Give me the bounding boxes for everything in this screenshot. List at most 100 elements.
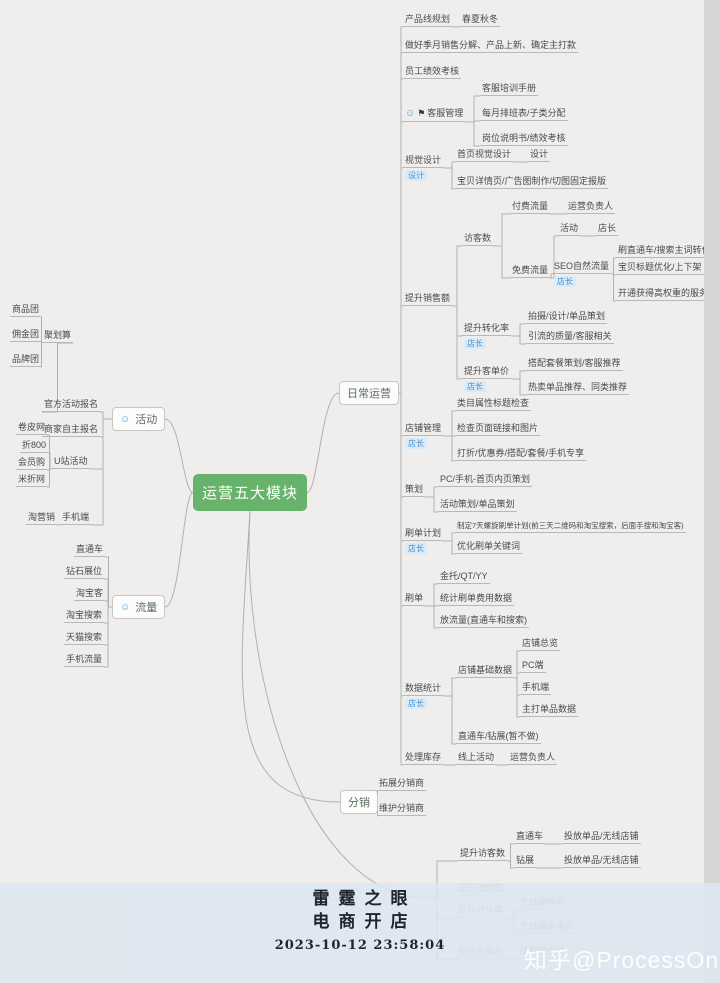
- node-lmsx[interactable]: 类目属性标题检查: [455, 397, 532, 411]
- node-sjd_r[interactable]: 手机端: [520, 681, 552, 695]
- node-mypb[interactable]: 每月排班表/子类分配: [480, 107, 568, 121]
- node-zuohao[interactable]: 做好季月销售分解、产品上新、确定主打款: [403, 39, 579, 53]
- node-tbk[interactable]: 淘宝客: [74, 587, 106, 601]
- node-jcym[interactable]: 检查页面链接和图片: [455, 422, 541, 436]
- node-sjtj[interactable]: 数据统计店长: [403, 682, 444, 709]
- node-rmdp[interactable]: 热卖单品推荐、同类推荐: [526, 381, 630, 395]
- node-whfxs[interactable]: 维护分销商: [377, 802, 427, 816]
- node-label: 提升访客数: [460, 848, 506, 858]
- node-label: 运营五大模块: [202, 485, 299, 502]
- node-zd7t[interactable]: 制定7天螺旋刷单计划(前三天二维码和淘宝搜索，后面手搜和淘宝客): [455, 521, 686, 533]
- node-label: 店铺总览: [522, 638, 559, 648]
- node-cxqd[interactable]: 春夏秋冬: [460, 13, 501, 27]
- node-hyg[interactable]: 会员购: [16, 456, 48, 470]
- node-huodong[interactable]: ☺活动: [112, 407, 166, 431]
- node-sheji2[interactable]: 设计: [528, 148, 551, 162]
- node-uzhan[interactable]: U站活动: [52, 455, 90, 469]
- node-label: 活动: [560, 223, 579, 233]
- node-pptuan[interactable]: 品牌团: [10, 353, 42, 367]
- node-richang[interactable]: 日常运营: [339, 381, 399, 405]
- node-sjd_l[interactable]: 手机端: [60, 511, 92, 525]
- node-pcch[interactable]: PC/手机-首页内页策划: [438, 473, 533, 487]
- node-ktfw[interactable]: 开通获得高权重的服务: [616, 287, 711, 301]
- node-yyfzr[interactable]: 运营负责人: [566, 200, 616, 214]
- node-label: 放流量(直通车和搜索): [440, 615, 527, 625]
- node-flzt[interactable]: 放流量(直通车和搜索): [438, 614, 529, 628]
- node-dpzl[interactable]: 店铺总览: [520, 637, 561, 651]
- node-fenxiao[interactable]: 分销: [340, 790, 378, 814]
- node-gwsm[interactable]: 岗位说明书/绩效考核: [480, 132, 568, 146]
- node-kefu[interactable]: ☺⚑客服管理: [403, 107, 466, 122]
- node-label: 淘营销: [28, 512, 56, 522]
- node-tsfk[interactable]: 提升访客数: [458, 847, 508, 861]
- node-tszhl[interactable]: 提升转化率店长: [462, 322, 512, 349]
- node-tzfxs[interactable]: 拓展分销商: [377, 777, 427, 791]
- node-mizhe[interactable]: 米折网: [16, 473, 48, 487]
- node-label: 处理库存: [405, 752, 442, 762]
- node-zddp[interactable]: 主打单品数据: [520, 703, 579, 717]
- node-clkc[interactable]: 处理库存: [403, 751, 444, 765]
- node-taoyx[interactable]: 淘营销: [26, 511, 58, 525]
- node-dza[interactable]: 店长: [596, 222, 619, 236]
- node-cpx[interactable]: 产品线规划: [403, 13, 453, 27]
- node-tsxse[interactable]: 提升销售额: [403, 292, 453, 306]
- node-syvd[interactable]: 首页视觉设计: [455, 148, 514, 162]
- node-dzyh[interactable]: 打折/优惠券/搭配/套餐/手机专享: [455, 447, 587, 461]
- node-tf2[interactable]: 投放单品/无线店铺: [562, 854, 641, 868]
- node-juhuasuan[interactable]: 聚划算: [42, 329, 74, 343]
- node-label: 运营负责人: [568, 201, 614, 211]
- node-liuliang[interactable]: ☺流量: [112, 595, 166, 619]
- node-kfpx[interactable]: 客服培训手册: [480, 82, 539, 96]
- node-shangjia[interactable]: 商家自主报名: [42, 423, 101, 437]
- node-dpjc[interactable]: 店铺基础数据: [456, 664, 515, 678]
- node-dpgl2[interactable]: 店铺管理店长: [403, 422, 444, 449]
- node-sztc[interactable]: 刷直通车/搜索主词转化: [616, 244, 713, 258]
- node-label: 店长: [598, 223, 617, 233]
- node-sptuan[interactable]: 商品团: [10, 303, 42, 317]
- node-bbbt[interactable]: 宝贝标题优化/上下架: [616, 261, 704, 275]
- node-zhe800[interactable]: 折800: [20, 439, 49, 453]
- node-shijue[interactable]: 视觉设计设计: [403, 154, 444, 181]
- node-xshd[interactable]: 线上活动: [456, 751, 497, 765]
- node-label: 商品团: [12, 304, 40, 314]
- node-tmss[interactable]: 天猫搜索: [64, 631, 105, 645]
- node-seo[interactable]: SEO自然流量店长: [552, 260, 612, 287]
- node-ztzz[interactable]: 直通车/钻展(暂不做): [456, 730, 541, 744]
- node-yjtuan[interactable]: 佣金团: [10, 328, 42, 342]
- node-yhgjc[interactable]: 优化刷单关键词: [455, 540, 523, 554]
- node-center[interactable]: 运营五大模块: [193, 474, 308, 511]
- node-cehua[interactable]: 策划: [403, 483, 426, 497]
- node-hd2[interactable]: 活动: [558, 222, 581, 236]
- node-dptc[interactable]: 搭配套餐策划/客服推荐: [526, 357, 623, 371]
- node-label: 岗位说明书/绩效考核: [482, 133, 566, 143]
- node-zszw[interactable]: 钻石展位: [64, 565, 105, 579]
- node-tbss[interactable]: 淘宝搜索: [64, 609, 105, 623]
- node-tjfy[interactable]: 统计刷单费用数据: [438, 592, 515, 606]
- node-mfll[interactable]: 免费流量: [510, 264, 551, 278]
- node-ylzl[interactable]: 引流的质量/客服相关: [526, 330, 614, 344]
- node-bbxq[interactable]: 宝贝详情页/广告图制作/切图固定报版: [455, 175, 609, 189]
- node-sdjh[interactable]: 刷单计划店长: [403, 527, 444, 554]
- node-yyfzr2[interactable]: 运营负责人: [508, 751, 558, 765]
- node-tf1[interactable]: 投放单品/无线店铺: [562, 830, 641, 844]
- node-label: 首页视觉设计: [457, 149, 512, 159]
- node-guanfang[interactable]: 官方活动报名: [42, 398, 101, 412]
- node-juanpi[interactable]: 卷皮网: [16, 421, 48, 435]
- node-yg[interactable]: 员工绩效考核: [403, 65, 462, 79]
- node-label: 直通车: [76, 544, 104, 554]
- node-jintuo[interactable]: 金托/QT/YY: [438, 570, 490, 584]
- node-ztc_b[interactable]: 直通车: [514, 830, 546, 844]
- node-ztc_l[interactable]: 直通车: [74, 543, 106, 557]
- node-shuadan[interactable]: 刷单: [403, 592, 426, 606]
- node-pcd[interactable]: PC端: [520, 659, 546, 673]
- node-hdch[interactable]: 活动策划/单品策划: [438, 498, 517, 512]
- node-psdj[interactable]: 拍摄/设计/单品策划: [526, 310, 608, 324]
- node-ffll[interactable]: 付费流量: [510, 200, 551, 214]
- node-fks[interactable]: 访客数: [462, 232, 494, 246]
- node-label: 提升销售额: [405, 293, 451, 303]
- node-sjll[interactable]: 手机流量: [64, 653, 105, 667]
- node-label: 运营负责人: [510, 752, 556, 762]
- node-zz_b[interactable]: 钻展: [514, 854, 537, 868]
- node-tskdj[interactable]: 提升客单价店长: [462, 365, 512, 392]
